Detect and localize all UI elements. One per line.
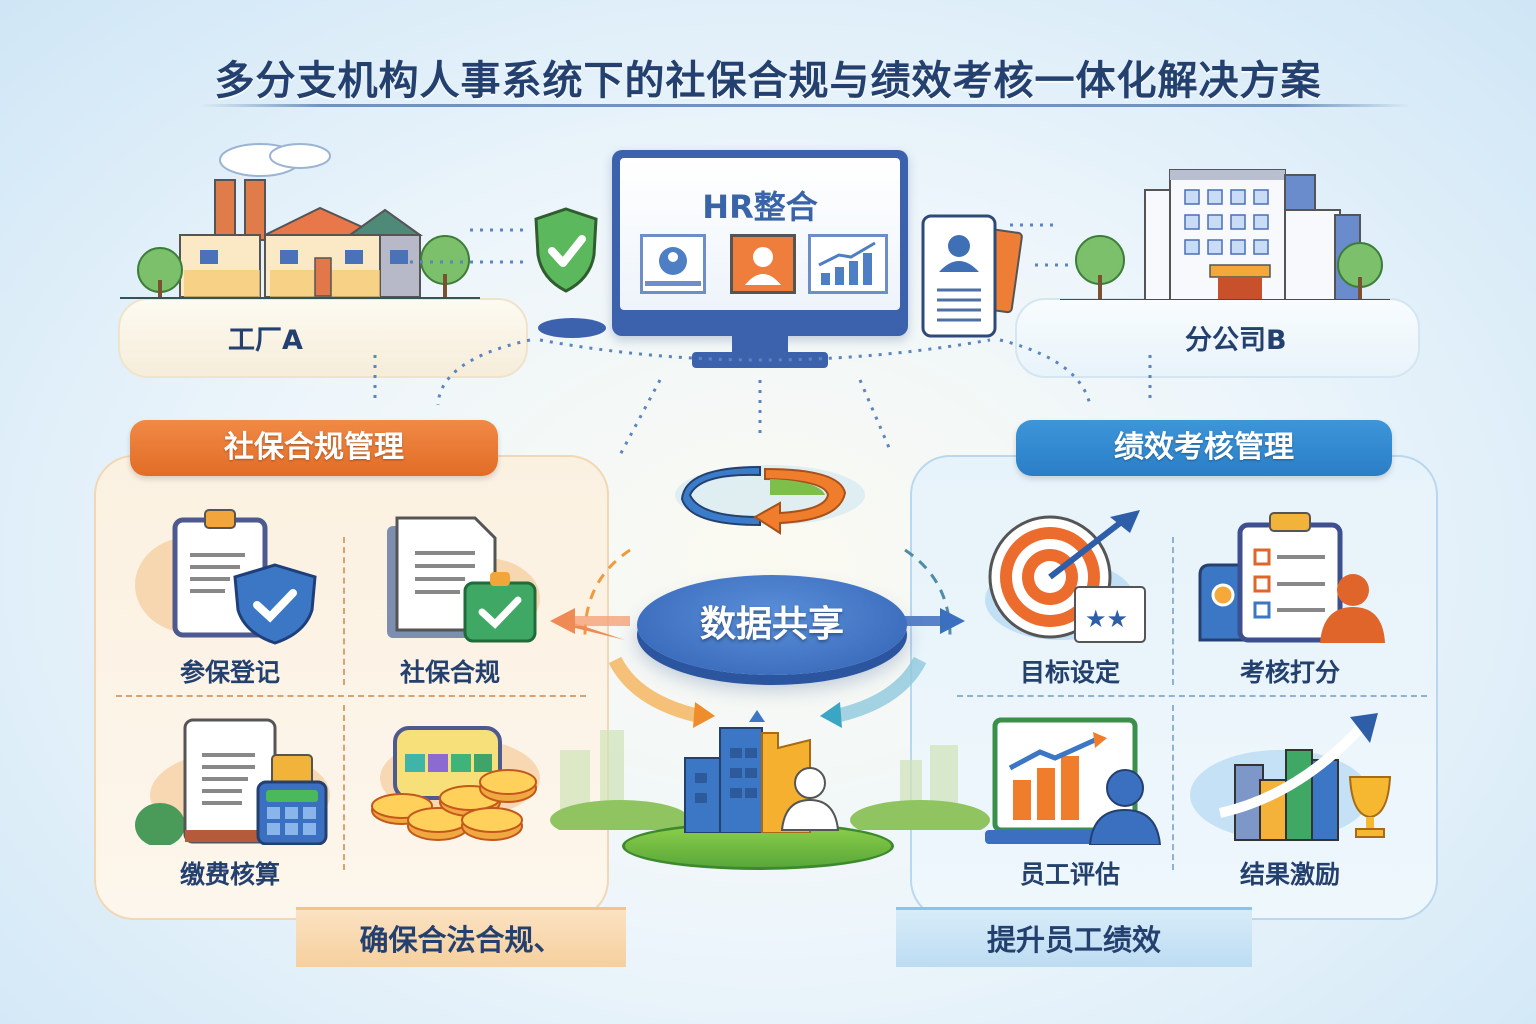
office-building-icon <box>1060 169 1390 300</box>
performance-footer: 提升员工绩效 <box>896 907 1252 967</box>
user-circle-icon <box>640 234 706 294</box>
social-insurance-header[interactable]: 社保合规管理 <box>130 420 498 476</box>
left-item-3-label: 缴费核算 <box>179 860 280 889</box>
checklist-icon <box>1198 512 1385 643</box>
svg-text:★★: ★★ <box>1085 605 1128 633</box>
left-item-2-label: 社保合规 <box>399 658 500 687</box>
hr-system-title: HR整合 <box>702 188 818 226</box>
target-icon: ★★ <box>985 510 1146 643</box>
calculator-icon <box>135 718 330 845</box>
site-b-label: 分公司B <box>1185 325 1287 356</box>
right-item-3-label: 员工评估 <box>1019 860 1120 889</box>
clipboard-shield-icon <box>135 509 317 645</box>
left-item-1-label: 参保登记 <box>179 658 280 687</box>
shield-check-icon <box>534 207 598 293</box>
id-card-icon <box>921 214 1023 338</box>
background-skyline <box>550 730 990 830</box>
presentation-icon <box>985 717 1162 845</box>
trophy-chart-icon <box>1190 713 1392 841</box>
site-a-card <box>118 298 528 378</box>
factory-icon <box>120 143 480 299</box>
site-a-label: 工厂A <box>228 325 303 356</box>
organization-people-icon <box>684 710 840 833</box>
hr-system-monitor: HR整合 <box>612 150 908 336</box>
right-item-2-label: 考核打分 <box>1239 658 1340 687</box>
title-divider <box>200 104 1410 107</box>
cycle-icon <box>675 465 865 535</box>
performance-header[interactable]: 绩效考核管理 <box>1016 420 1392 476</box>
right-item-4-label: 结果激励 <box>1239 860 1340 889</box>
bar-chart-icon <box>808 234 888 294</box>
mouse-pad-icon <box>538 318 606 338</box>
document-check-icon <box>387 516 540 643</box>
person-icon <box>730 234 796 294</box>
coins-icon <box>371 726 540 841</box>
social-insurance-footer: 确保合法合规、 <box>296 907 626 967</box>
monitor-base <box>692 352 828 368</box>
page-title: 多分支机构人事系统下的社保合规与绩效考核一体化解决方案 <box>214 58 1322 104</box>
right-item-1-label: 目标设定 <box>1019 658 1120 687</box>
data-sharing-hub[interactable]: 数据共享 <box>637 575 907 675</box>
